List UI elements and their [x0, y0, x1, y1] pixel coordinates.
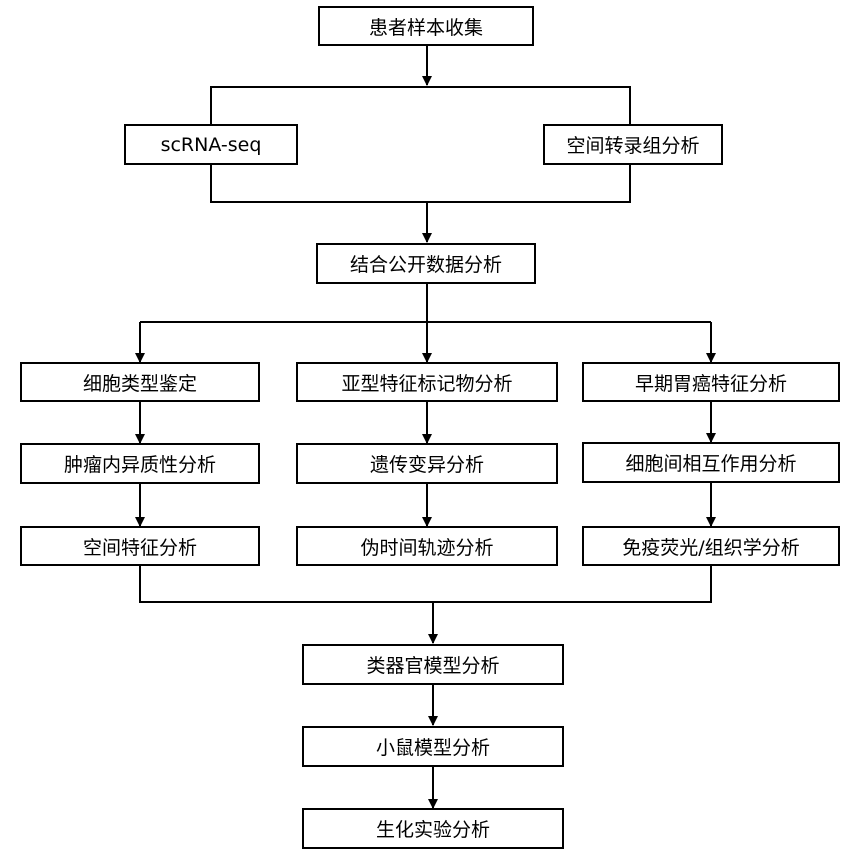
- node-tumor-heterogeneity: 肿瘤内异质性分析: [20, 443, 260, 484]
- node-spatial-features: 空间特征分析: [20, 526, 260, 566]
- node-cell-interaction: 细胞间相互作用分析: [582, 442, 840, 483]
- merge-bracket: [210, 164, 631, 203]
- node-subtype-markers: 亚型特征标记物分析: [296, 362, 558, 402]
- node-scrna-seq: scRNA-seq: [124, 124, 298, 165]
- bottom-merge: [139, 565, 712, 603]
- node-public-data: 结合公开数据分析: [316, 243, 536, 284]
- node-patient-sample-collection: 患者样本收集: [318, 6, 534, 46]
- node-spatial-transcriptome: 空间转录组分析: [543, 124, 723, 165]
- node-cell-type-identification: 细胞类型鉴定: [20, 362, 260, 402]
- split-bracket: [210, 86, 631, 124]
- node-immunofluorescence: 免疫荧光/组织学分析: [582, 526, 840, 566]
- node-genetic-variation: 遗传变异分析: [296, 443, 558, 484]
- node-mouse-model: 小鼠模型分析: [302, 726, 564, 767]
- node-pseudotime: 伪时间轨迹分析: [296, 526, 558, 566]
- node-early-gastric-cancer: 早期胃癌特征分析: [582, 362, 840, 402]
- node-organoid-model: 类器官模型分析: [302, 644, 564, 685]
- node-biochemical-experiment: 生化实验分析: [302, 808, 564, 849]
